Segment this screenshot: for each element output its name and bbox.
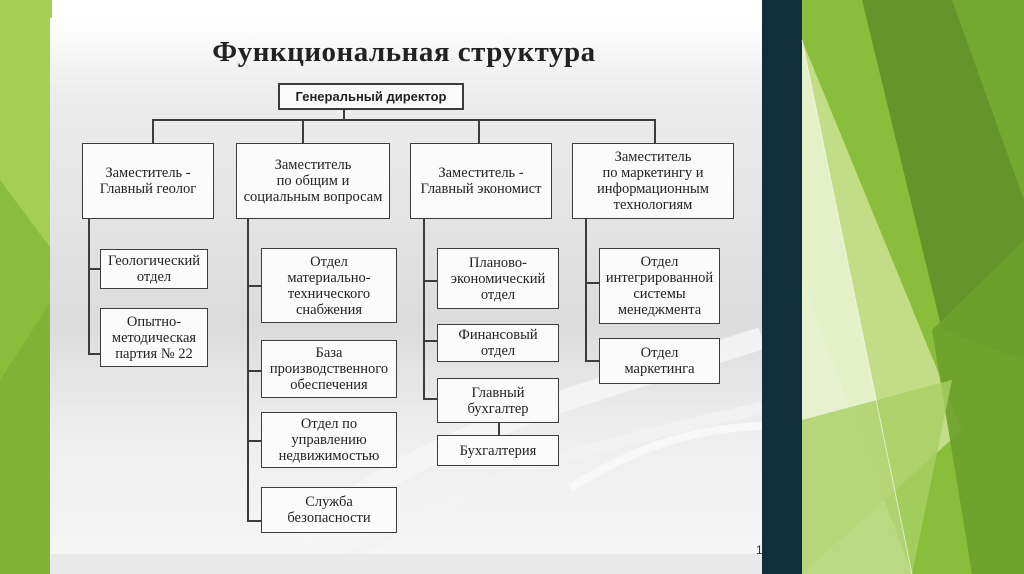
connector [88, 268, 100, 270]
real-estate-department: Отдел по управлению недвижимостью [261, 412, 397, 468]
planning-economic-department: Планово- экономический отдел [437, 248, 559, 309]
geology-department: Геологический отдел [100, 249, 208, 289]
connector [88, 219, 90, 354]
connector [152, 119, 656, 121]
connector [585, 219, 587, 361]
slide-number: 17 [756, 543, 762, 557]
connector [88, 353, 100, 355]
connector [423, 219, 425, 399]
connector [302, 119, 304, 143]
connector [247, 285, 261, 287]
logistics-department: Отдел материально- технического снабжени… [261, 248, 397, 323]
org-chart-slide: Функциональная структура Генеральный дир… [50, 18, 762, 574]
connector [247, 370, 261, 372]
deputy-chief-economist: Заместитель - Главный экономист [410, 143, 552, 219]
slide-title: Функциональная структура [212, 36, 596, 68]
deputy-chief-geologist: Заместитель - Главный геолог [82, 143, 214, 219]
slide-bottom-strip [50, 554, 762, 574]
experimental-party-22: Опытно- методическая партия № 22 [100, 308, 208, 367]
right-decoration [762, 0, 1024, 574]
chief-accountant: Главный бухгалтер [437, 378, 559, 423]
connector [423, 280, 437, 282]
connector [343, 110, 345, 119]
connector [247, 520, 261, 522]
connector [423, 340, 437, 342]
connector [478, 119, 480, 143]
connector [152, 119, 154, 143]
security-service: Служба безопасности [261, 487, 397, 533]
connector [247, 440, 261, 442]
connector [423, 398, 437, 400]
deputy-general-social: Заместитель по общим и социальным вопрос… [236, 143, 390, 219]
connector [585, 282, 599, 284]
integrated-management-system-department: Отдел интегрированной системы менеджмент… [599, 248, 720, 324]
accounting-department: Бухгалтерия [437, 435, 559, 466]
production-support-base: База производственного обеспечения [261, 340, 397, 398]
connector [498, 423, 500, 435]
left-decoration [0, 0, 52, 574]
connector [654, 119, 656, 143]
director-box: Генеральный директор [278, 83, 464, 110]
finance-department: Финансовый отдел [437, 324, 559, 362]
deputy-marketing-it: Заместитель по маркетингу и информационн… [572, 143, 734, 219]
marketing-department: Отдел маркетинга [599, 338, 720, 384]
connector [585, 360, 599, 362]
